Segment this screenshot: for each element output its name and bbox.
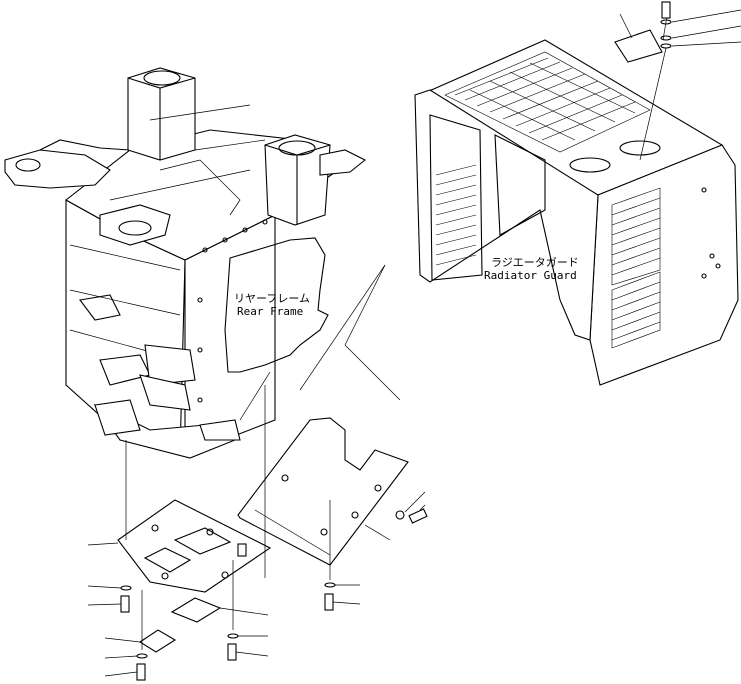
left-grille (435, 164, 477, 266)
bolt-side (395, 508, 428, 524)
under-cover-left (117, 499, 272, 593)
bolt-right (324, 582, 336, 611)
roof-grille (444, 51, 651, 153)
radiator-guard-label-en: Radiator Guard (484, 269, 577, 282)
radiator-guard (414, 39, 739, 386)
rear-frame (4, 67, 367, 459)
radiator-guard-label-jp: ラジエータガード (491, 256, 579, 269)
access-plate-left (138, 629, 177, 653)
rear-frame-label-en: Rear Frame (237, 305, 303, 318)
under-cover-right (237, 417, 409, 566)
top-cover-plate (614, 1, 741, 161)
right-grille-lower (611, 271, 661, 349)
leader-lines (87, 264, 426, 677)
right-grille-upper (611, 187, 661, 286)
rear-frame-contour (224, 237, 329, 373)
bolt-left-1 (120, 585, 132, 613)
access-plate-center (170, 597, 222, 623)
bolt-left-2 (136, 653, 148, 681)
rear-frame-label-jp: リヤーフレーム (234, 292, 310, 305)
bolt-center (227, 633, 239, 661)
